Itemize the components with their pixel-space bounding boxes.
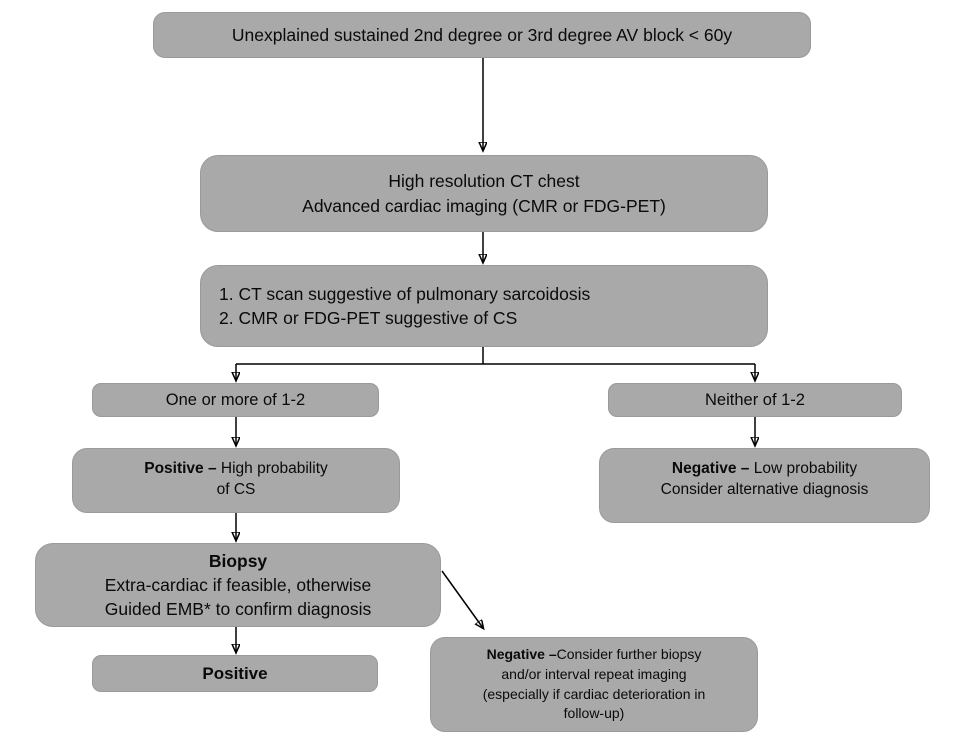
node-negative-low-line2: Consider alternative diagnosis — [660, 481, 869, 499]
connector-biopsy-to-negative-followup — [441, 570, 483, 628]
node-negative-low-rest: Low probability — [749, 460, 858, 477]
node-biopsy-bold: Biopsy — [208, 550, 268, 571]
node-one-or-more: One or more of 1-2 — [92, 383, 379, 417]
node-criteria-item1: 1. CT scan suggestive of pulmonary sarco… — [219, 283, 591, 304]
node-positive-result-text: Positive — [202, 663, 268, 683]
node-negative-followup-rest: Consider further biopsy — [556, 645, 702, 662]
node-negative-followup-line1: Negative –Consider further biopsy — [487, 645, 702, 665]
node-positive-high-line1: Positive – High probability — [144, 458, 328, 479]
node-positive-high-probability: Positive – High probability of CS — [72, 448, 400, 513]
node-imaging-line2: Advanced cardiac imaging (CMR or FDG-PET… — [302, 195, 666, 216]
node-av-block-text: Unexplained sustained 2nd degree or 3rd … — [231, 24, 733, 45]
node-neither-text: Neither of 1-2 — [705, 390, 805, 409]
node-negative-followup-line2: and/or interval repeat imaging — [501, 665, 687, 682]
node-negative-followup-line3: (especially if cardiac deterioration in — [482, 685, 706, 702]
node-positive-result: Positive — [92, 655, 378, 692]
node-av-block: Unexplained sustained 2nd degree or 3rd … — [153, 12, 811, 58]
node-biopsy-title: Biopsy — [209, 549, 267, 573]
node-imaging-line1: High resolution CT chest — [388, 171, 580, 192]
node-criteria: 1. CT scan suggestive of pulmonary sarco… — [200, 265, 768, 347]
node-negative-low-bold: Negative – — [671, 460, 750, 477]
node-criteria-item2: 2. CMR or FDG-PET suggestive of CS — [219, 308, 518, 328]
node-biopsy-line3: Guided EMB* to confirm diagnosis — [104, 599, 372, 620]
node-positive-high-line2: of CS — [216, 481, 256, 499]
node-biopsy: Biopsy Extra-cardiac if feasible, otherw… — [35, 543, 441, 627]
node-one-or-more-text: One or more of 1-2 — [165, 390, 306, 409]
node-biopsy-line2: Extra-cardiac if feasible, otherwise — [104, 574, 372, 595]
node-negative-followup-bold: Negative – — [486, 645, 557, 662]
node-negative-low-line1: Negative – Low probability — [672, 458, 857, 479]
node-positive-high-bold: Positive – — [144, 460, 217, 477]
node-imaging: High resolution CT chest Advanced cardia… — [200, 155, 768, 232]
node-negative-low-probability: Negative – Low probability Consider alte… — [599, 448, 930, 523]
node-negative-followup: Negative –Consider further biopsy and/or… — [430, 637, 758, 732]
node-positive-high-rest: High probability — [216, 460, 328, 477]
node-neither: Neither of 1-2 — [608, 383, 902, 417]
node-negative-followup-line4: follow-up) — [563, 705, 625, 722]
